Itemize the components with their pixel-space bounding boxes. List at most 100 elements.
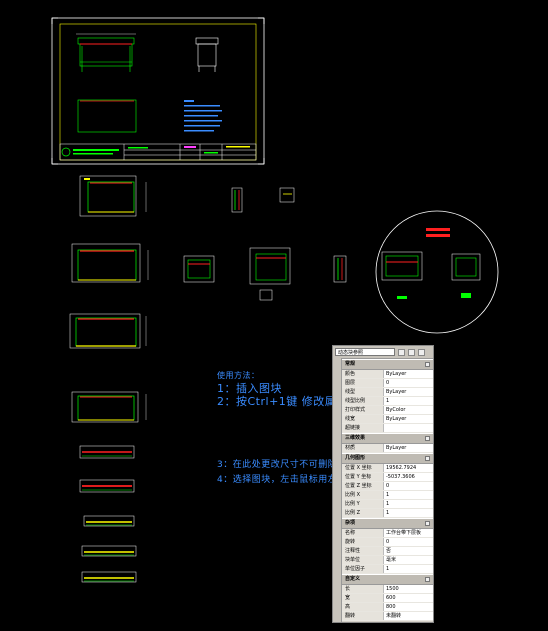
property-row[interactable]: 名称工作台带下层板 <box>342 529 433 538</box>
property-value[interactable]: -5037.3606 <box>384 473 433 481</box>
instructions-step-1: 1：插入图块 <box>217 382 282 395</box>
block-elev-1[interactable] <box>79 445 135 459</box>
property-value[interactable]: 0 <box>384 379 433 387</box>
property-value[interactable]: ByLayer <box>384 444 433 452</box>
property-row[interactable]: 超链接 <box>342 424 433 433</box>
property-value[interactable]: 1500 <box>384 585 433 593</box>
property-value[interactable]: 0 <box>384 538 433 546</box>
property-value[interactable]: 工作台带下层板 <box>384 529 433 537</box>
property-row[interactable]: 翻转未翻转 <box>342 612 433 621</box>
section-header[interactable]: 几何图形 <box>342 453 433 464</box>
section-title: 杂项 <box>345 520 356 526</box>
property-name: 材质 <box>342 444 384 452</box>
property-row[interactable]: 位置 Y 坐标-5037.3606 <box>342 473 433 482</box>
property-name: 比例 X <box>342 491 384 499</box>
collapse-icon[interactable] <box>425 577 430 582</box>
property-name: 注释性 <box>342 547 384 555</box>
block-elev-5[interactable] <box>81 571 137 583</box>
toggle-pickadd-icon[interactable] <box>418 348 425 356</box>
section-header[interactable]: 自定义 <box>342 574 433 585</box>
property-row[interactable]: 注释性否 <box>342 547 433 556</box>
property-name: 位置 X 坐标 <box>342 464 384 472</box>
block-side-1[interactable] <box>183 255 215 283</box>
collapse-icon[interactable] <box>425 362 430 367</box>
property-name: 比例 Z <box>342 509 384 517</box>
property-value[interactable]: 毫米 <box>384 556 433 564</box>
palette-title-strip[interactable] <box>333 358 342 622</box>
property-value[interactable]: 800 <box>384 603 433 611</box>
section-title: 自定义 <box>345 576 361 582</box>
quick-select-icon[interactable] <box>398 348 405 356</box>
property-name: 单位因子 <box>342 565 384 573</box>
property-name: 旋转 <box>342 538 384 546</box>
block-elev-2[interactable] <box>79 479 135 493</box>
block-elev-4[interactable] <box>81 545 137 557</box>
property-value[interactable]: 1 <box>384 500 433 508</box>
property-value[interactable]: ByColor <box>384 406 433 414</box>
block-elev-3[interactable] <box>83 515 135 527</box>
block-section-b[interactable] <box>279 187 295 203</box>
block-plan-1[interactable] <box>79 175 147 217</box>
block-side-2[interactable] <box>249 247 291 301</box>
instructions-step-3: 3：在此处更改尺寸不可删除三维图的定位点 <box>217 460 404 470</box>
property-name: 线型比例 <box>342 397 384 405</box>
collapse-icon[interactable] <box>425 436 430 441</box>
property-name: 翻转 <box>342 612 384 620</box>
property-value[interactable]: ByLayer <box>384 370 433 378</box>
property-value[interactable]: 否 <box>384 547 433 555</box>
property-value[interactable]: ByLayer <box>384 388 433 396</box>
collapse-icon[interactable] <box>425 521 430 526</box>
block-plan-3[interactable] <box>69 313 147 349</box>
block-section-c[interactable] <box>333 255 347 283</box>
property-name: 线宽 <box>342 415 384 423</box>
property-name: 打印样式 <box>342 406 384 414</box>
block-plan-2[interactable] <box>71 243 149 283</box>
property-name: 块单位 <box>342 556 384 564</box>
section-header[interactable]: 杂项 <box>342 518 433 529</box>
instructions-step-2: 2：按Ctrl+1键 修改属性如图 <box>217 395 371 408</box>
property-value[interactable]: 600 <box>384 594 433 602</box>
section-header[interactable]: 三维效果 <box>342 433 433 444</box>
property-value[interactable]: 1 <box>384 565 433 573</box>
section-header[interactable]: 常规 <box>342 359 433 370</box>
property-value[interactable]: 未翻转 <box>384 612 433 620</box>
block-plan-4[interactable] <box>71 391 147 423</box>
property-name: 位置 Y 坐标 <box>342 473 384 481</box>
property-value[interactable]: 1 <box>384 397 433 405</box>
property-value[interactable] <box>384 424 433 432</box>
block-section-a[interactable] <box>231 187 243 213</box>
property-value[interactable]: ByLayer <box>384 415 433 423</box>
section-title: 三维效果 <box>345 435 366 441</box>
detail-circle[interactable] <box>375 210 499 334</box>
property-name: 颜色 <box>342 370 384 378</box>
properties-toolbar: 动态块参照 <box>333 346 433 359</box>
object-type-select[interactable]: 动态块参照 <box>335 348 395 356</box>
property-row[interactable]: 块单位毫米 <box>342 556 433 565</box>
property-value[interactable]: 0 <box>384 482 433 490</box>
collapse-icon[interactable] <box>425 456 430 461</box>
property-value[interactable]: 1 <box>384 509 433 517</box>
select-objects-icon[interactable] <box>408 348 415 356</box>
property-value[interactable]: 1 <box>384 491 433 499</box>
property-value[interactable]: 19562.7924 <box>384 464 433 472</box>
